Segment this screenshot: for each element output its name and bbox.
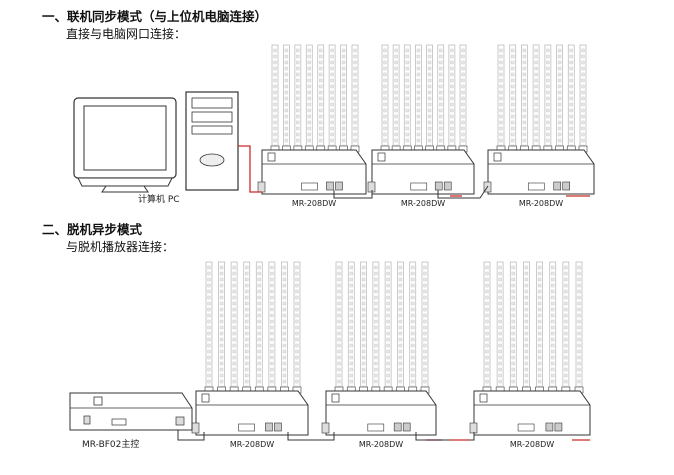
- led-strip-icon: [282, 44, 291, 153]
- led-strip-icon: [522, 261, 531, 394]
- offline-player-icon: [69, 392, 193, 431]
- led-strip-icon: [334, 261, 344, 394]
- computer-label: 计算机 PC: [138, 193, 180, 205]
- controller-box-icon: [321, 390, 437, 436]
- led-strip-icon: [496, 44, 506, 153]
- led-strip-icon: [339, 44, 348, 153]
- controller-box-icon: [367, 149, 475, 195]
- led-strip-icon: [543, 44, 553, 153]
- led-strip-icon: [574, 261, 584, 394]
- led-strip-icon: [204, 261, 214, 394]
- controller-unit-4: MR-208DW: [191, 261, 309, 449]
- controller-label: MR-208DW: [401, 199, 445, 208]
- led-strip-icon: [436, 44, 446, 153]
- pc-tower-icon: [185, 91, 239, 191]
- led-strip-icon: [242, 261, 252, 394]
- signal-cable: [333, 190, 373, 199]
- led-strip-icon: [555, 44, 564, 153]
- controller-box-icon: [191, 390, 309, 436]
- led-strip-icon: [304, 44, 314, 153]
- led-strip-icon: [425, 44, 434, 153]
- led-strip-icon: [508, 261, 518, 394]
- controller-label: MR-208DW: [510, 440, 554, 449]
- led-strip-icon: [229, 261, 239, 394]
- led-strip-icon: [327, 44, 337, 153]
- led-strip-icon: [293, 44, 303, 153]
- led-strip-icon: [217, 261, 226, 394]
- signal-cable: [177, 428, 205, 441]
- section2-title: 二、脱机异步模式: [42, 222, 143, 237]
- led-strip-icon: [408, 261, 418, 394]
- led-strip-icon: [316, 44, 326, 153]
- led-strip-icon: [391, 44, 401, 153]
- led-strip-icon: [414, 44, 423, 153]
- led-strip-icon: [535, 261, 544, 394]
- controller-box-icon: [257, 149, 367, 195]
- led-strip-icon: [383, 261, 393, 394]
- signal-cable: [437, 185, 489, 199]
- section1-subtitle: 直接与电脑网口连接：: [66, 27, 187, 41]
- led-strip-icon: [350, 44, 360, 153]
- led-strip-icon: [482, 261, 492, 394]
- controller-label: MR-208DW: [230, 440, 274, 449]
- controller-label: MR-208DW: [359, 440, 403, 449]
- led-strip-icon: [520, 44, 529, 153]
- led-strip-icon: [359, 261, 368, 394]
- led-strip-icon: [578, 44, 588, 153]
- led-strip-icon: [371, 261, 381, 394]
- master-label: MR-BF02主控: [82, 438, 139, 450]
- led-strip-icon: [280, 261, 289, 394]
- led-strip-icon: [420, 261, 430, 394]
- led-strip-icon: [270, 44, 280, 153]
- led-strip-icon: [346, 261, 356, 394]
- led-strip-icon: [561, 261, 571, 394]
- led-strip-icon: [254, 261, 264, 394]
- led-strip-icon: [292, 261, 302, 394]
- controller-unit-1: MR-208DW: [257, 44, 367, 208]
- led-strip-icon: [458, 44, 468, 153]
- network-cable: [238, 145, 262, 193]
- led-strip-icon: [380, 44, 390, 153]
- signal-cable: [415, 432, 475, 441]
- controller-box-icon: [483, 149, 595, 195]
- section1-title: 一、联机同步模式（与上位机电脑连接）: [42, 9, 268, 24]
- led-strip-icon: [531, 44, 541, 153]
- controller-box-icon: [469, 390, 591, 436]
- controller-unit-3: MR-208DW: [483, 44, 595, 208]
- led-strip-icon: [447, 44, 457, 153]
- signal-cable: [287, 432, 335, 441]
- led-strip-icon: [548, 261, 558, 394]
- led-strip-icon: [267, 261, 277, 394]
- computer-monitor-icon: [73, 97, 177, 193]
- led-strip-icon: [566, 44, 576, 153]
- controller-label: MR-208DW: [292, 199, 336, 208]
- controller-unit-5: MR-208DW: [321, 261, 437, 449]
- led-strip-icon: [495, 261, 505, 394]
- led-strip-icon: [402, 44, 412, 153]
- led-strip-icon: [508, 44, 518, 153]
- section2-subtitle: 与脱机播放器连接：: [66, 240, 175, 254]
- controller-unit-2: MR-208DW: [367, 44, 475, 208]
- controller-unit-6: MR-208DW: [469, 261, 591, 449]
- controller-label: MR-208DW: [519, 199, 563, 208]
- led-strip-icon: [396, 261, 405, 394]
